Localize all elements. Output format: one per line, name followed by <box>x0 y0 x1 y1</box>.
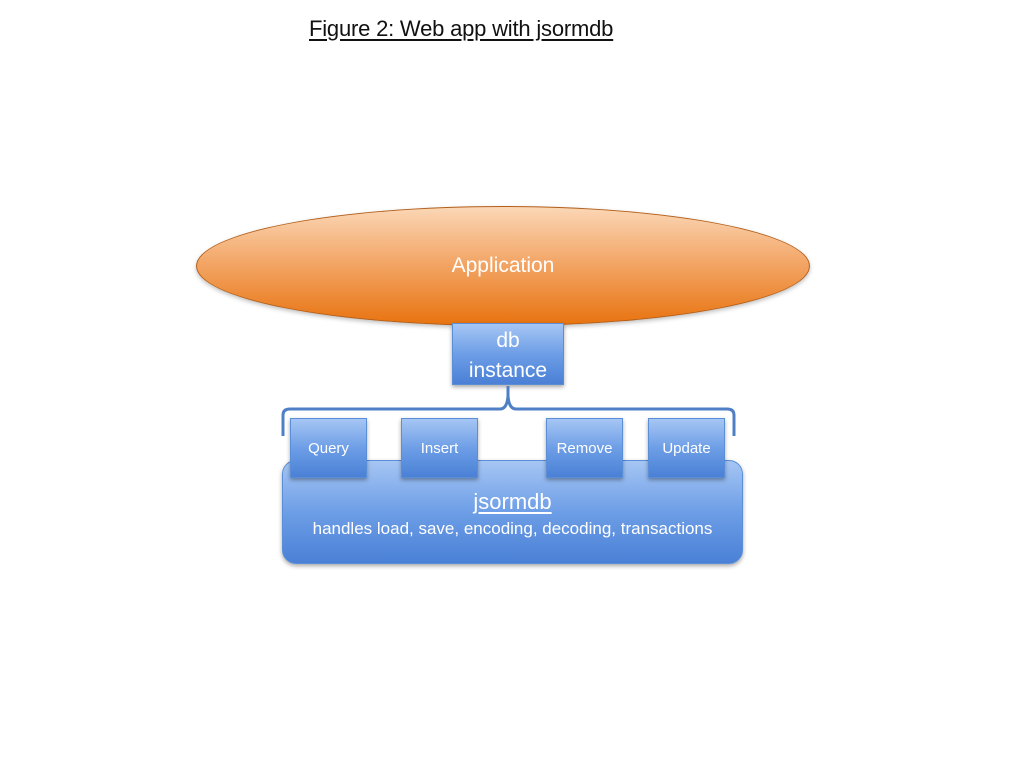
figure-title: Figure 2: Web app with jsormdb <box>309 16 614 41</box>
jsormdb-label: jsormdb <box>473 489 552 514</box>
db-instance-node: db instance <box>452 323 564 385</box>
application-node: Application <box>196 206 810 326</box>
db-instance-label-line2: instance <box>468 359 548 382</box>
brace-path <box>281 386 736 436</box>
jsormdb-description: handles load, save, encoding, decoding, … <box>312 519 713 538</box>
operation-update: Update <box>648 418 725 478</box>
application-label: Application <box>451 254 555 277</box>
operation-query: Query <box>290 418 367 478</box>
operation-insert: Insert <box>401 418 478 478</box>
db-instance-label-line1: db <box>496 329 520 352</box>
operation-remove: Remove <box>546 418 623 478</box>
